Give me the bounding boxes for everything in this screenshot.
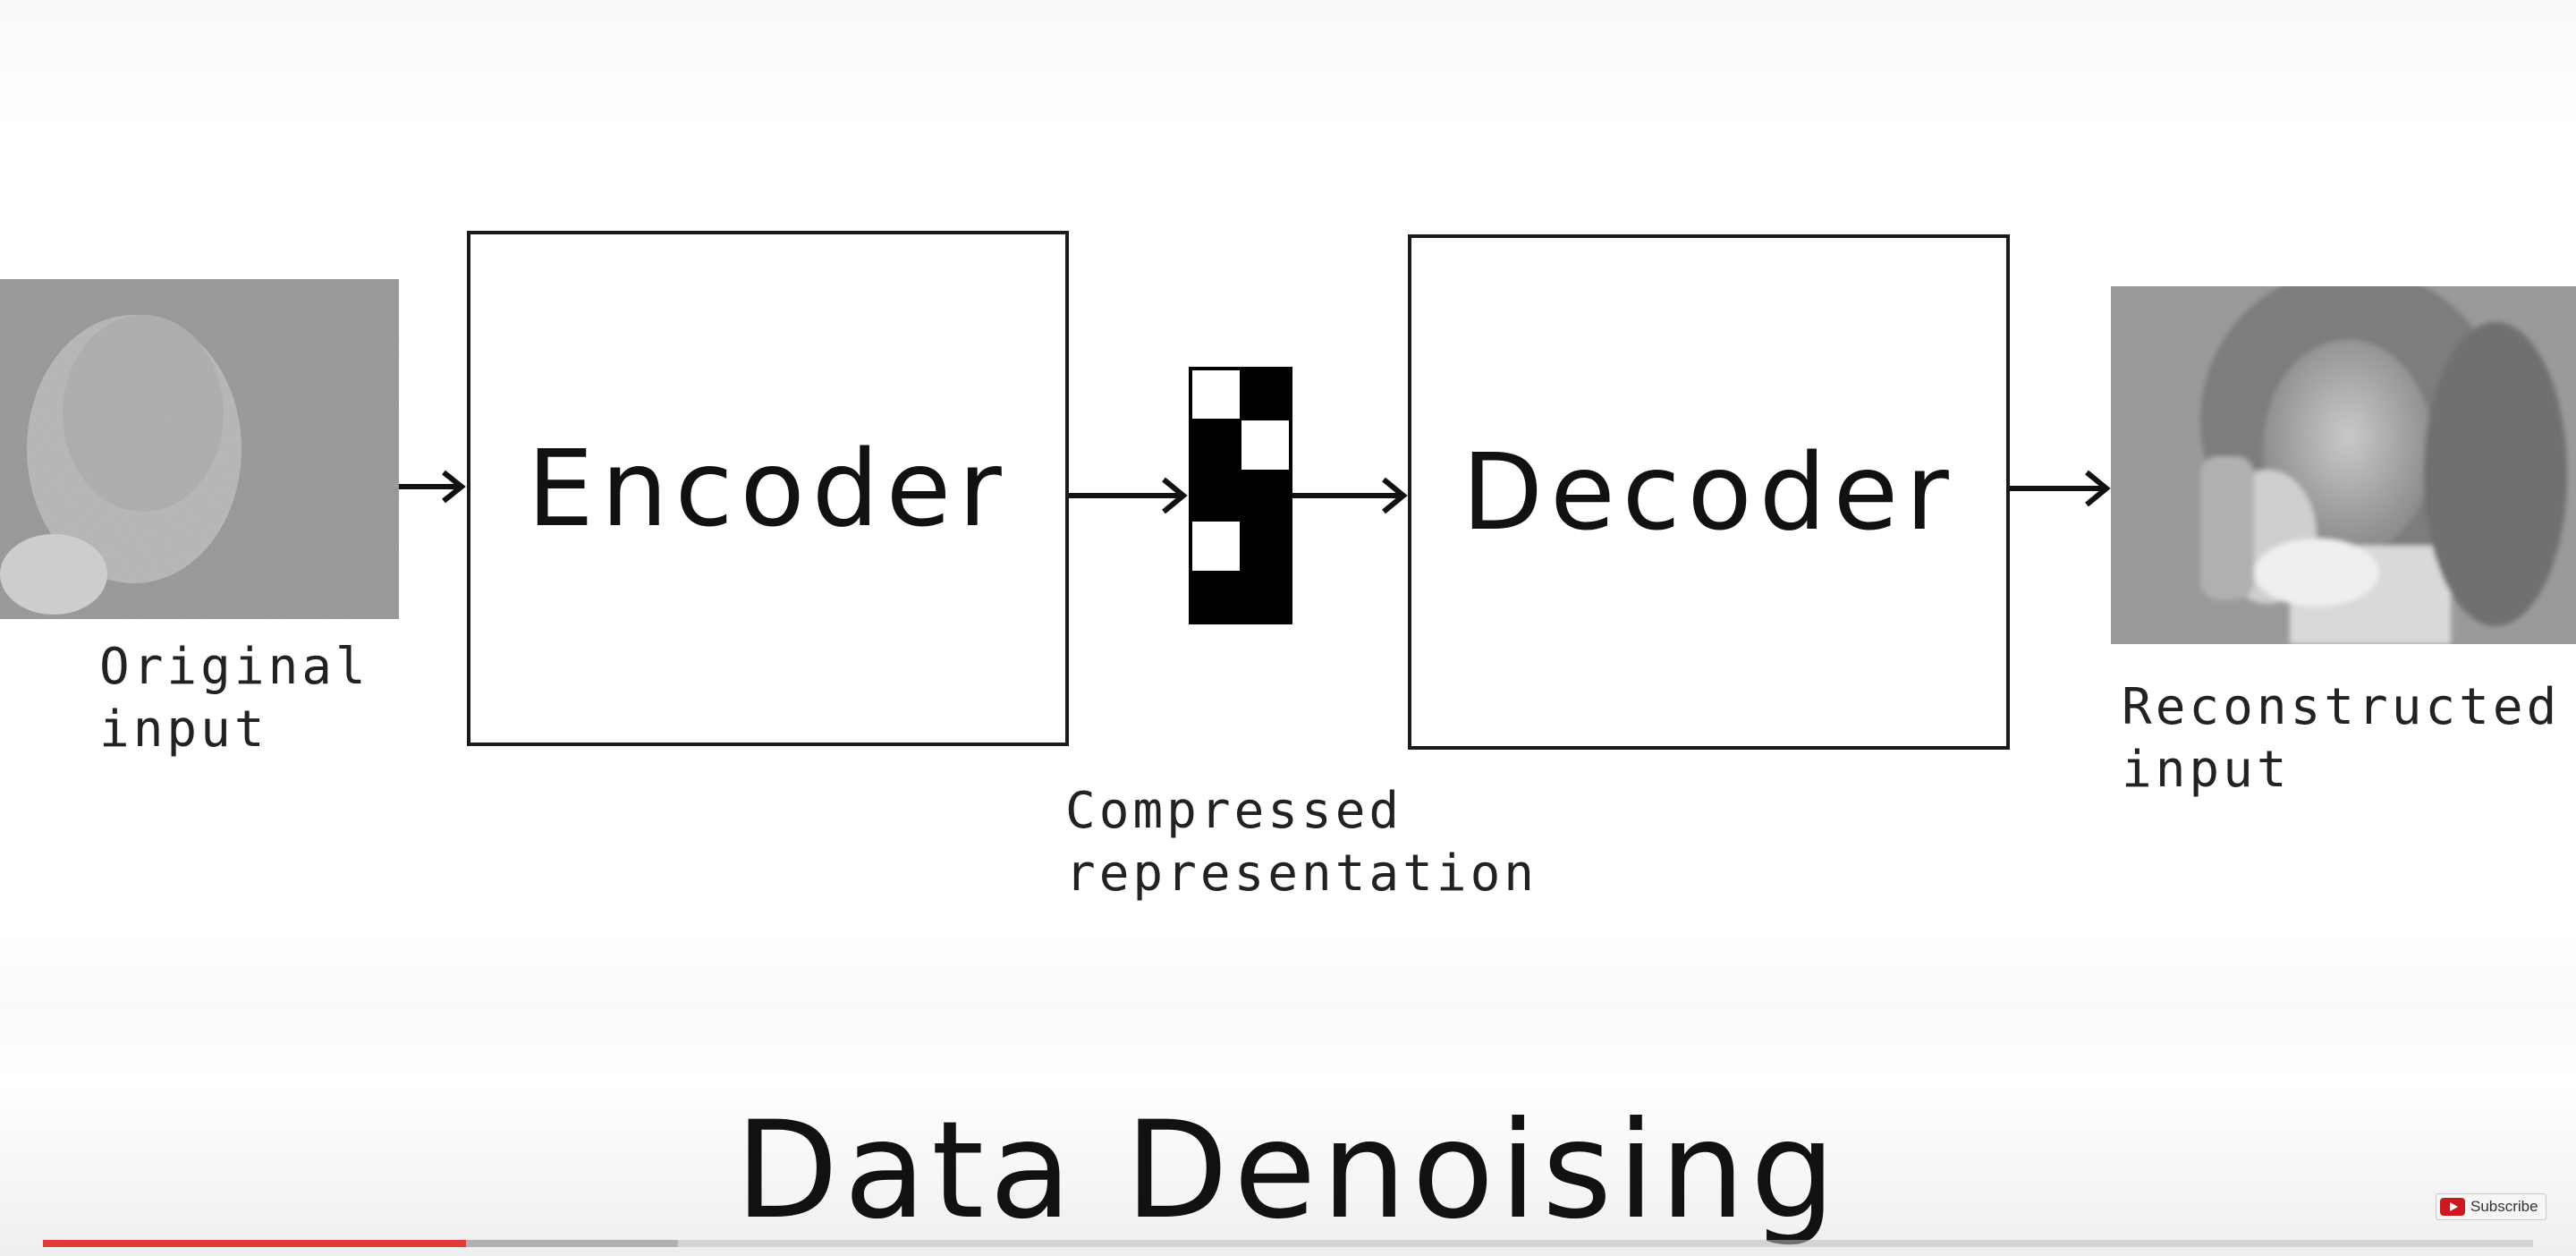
background-ghost-bottom [0, 930, 2576, 1082]
compressed-representation-label: Compressed representation [1065, 782, 1538, 903]
subscribe-button[interactable]: Subscribe [2436, 1193, 2546, 1220]
decoder-box: Decoder [1408, 234, 2010, 750]
reconstructed-input-image [2111, 286, 2576, 644]
decoder-label: Decoder [1462, 430, 1956, 554]
arrow-right-icon [1069, 477, 1188, 514]
compressed-code-grid [1189, 367, 1292, 624]
code-cell [1191, 571, 1241, 622]
slide-title: Data Denoising [734, 1093, 1842, 1249]
code-cell [1241, 420, 1290, 471]
player-bottom-gradient [0, 1082, 2576, 1256]
arrow-right-icon [399, 470, 466, 504]
arrow-right-icon [2010, 470, 2111, 507]
code-cell [1191, 369, 1241, 420]
background-ghost-top [0, 0, 2576, 134]
encoder-label: Encoder [527, 427, 1009, 550]
reconstructed-input-label: Reconstructed input [2122, 678, 2561, 799]
original-input-image [0, 279, 399, 619]
code-cell [1191, 470, 1241, 522]
subscribe-label: Subscribe [2470, 1198, 2538, 1215]
code-cell [1241, 369, 1290, 420]
code-cell [1241, 571, 1290, 622]
youtube-play-icon [2440, 1198, 2465, 1216]
original-input-label: Original input [99, 638, 369, 759]
code-cell [1191, 521, 1241, 572]
code-cell [1191, 420, 1241, 471]
progress-played [43, 1240, 467, 1247]
arrow-right-icon [1292, 477, 1408, 514]
code-cell [1241, 470, 1290, 522]
code-cell [1241, 521, 1290, 572]
encoder-box: Encoder [467, 231, 1069, 746]
video-progress-bar[interactable] [43, 1240, 2533, 1247]
